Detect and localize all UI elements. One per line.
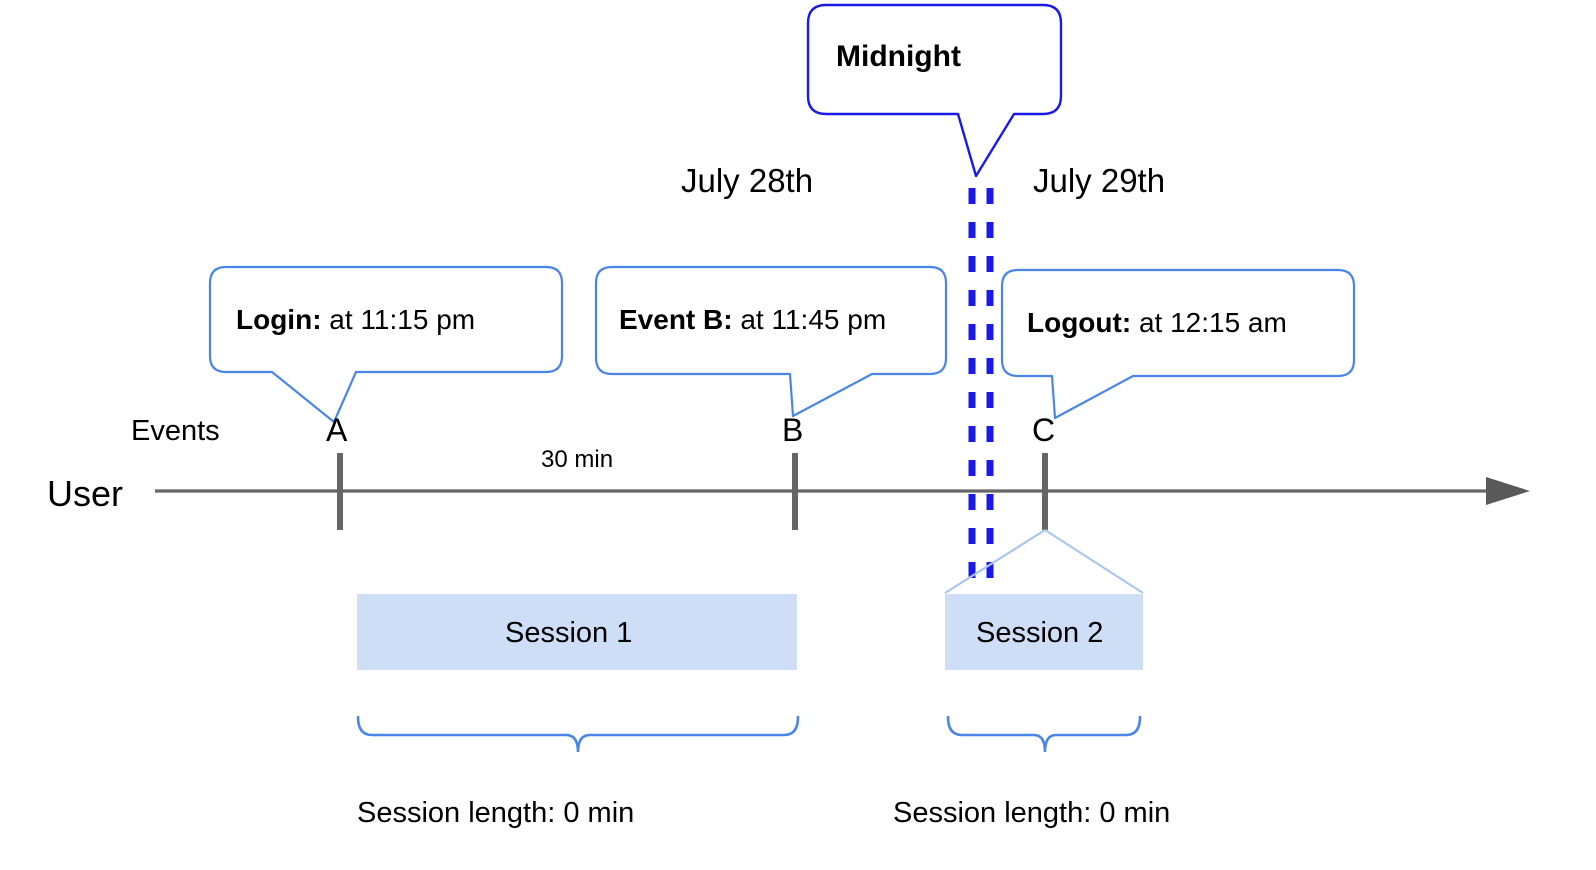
session-2-bar [945,594,1143,670]
date-label-july-28: July 28th [681,162,814,199]
callout-a-shape [208,265,564,424]
tick-label-c: C [1032,412,1056,448]
date-label-july-29: July 29th [1033,162,1166,199]
callout-c-shape [1000,268,1356,420]
callout-c-bold: Logout: [1027,307,1132,338]
session-1-length-label: Session length: 0 min [357,797,635,829]
timeline-ticks [337,453,1048,530]
events-row-label: Events [131,415,220,447]
session-2-length-label: Session length: 0 min [893,797,1171,829]
midnight-callout-shape [806,3,1063,178]
callout-b-shape [594,265,948,418]
session-2-connector [944,529,1144,594]
session-1-bracket [356,715,800,753]
callout-b-rest: at 11:45 pm [732,304,887,335]
user-row-label: User [47,473,124,514]
session-bars [357,594,1143,670]
tick-label-a: A [326,412,348,448]
midnight-divider-icon [968,188,994,588]
callout-a-text: Login: at 11:15 pm [236,304,475,336]
session-1-bar [357,594,797,670]
timeline-axis [155,477,1530,505]
callout-c-rest: at 12:15 am [1131,307,1287,338]
tick-label-b: B [782,412,804,448]
session-2-bracket [946,715,1142,753]
midnight-callout-label: Midnight [836,40,961,73]
arrow-right-icon [1486,477,1530,505]
callout-a-rest: at 11:15 pm [321,304,476,335]
callout-c-text: Logout: at 12:15 am [1027,307,1287,339]
session-1-label: Session 1 [505,617,633,649]
session-2-label: Session 2 [976,617,1104,649]
callout-b-text: Event B: at 11:45 pm [619,304,886,336]
duration-label-a-to-b: 30 min [541,446,614,473]
callout-b-bold: Event B: [619,304,733,335]
callout-a-bold: Login: [236,304,322,335]
